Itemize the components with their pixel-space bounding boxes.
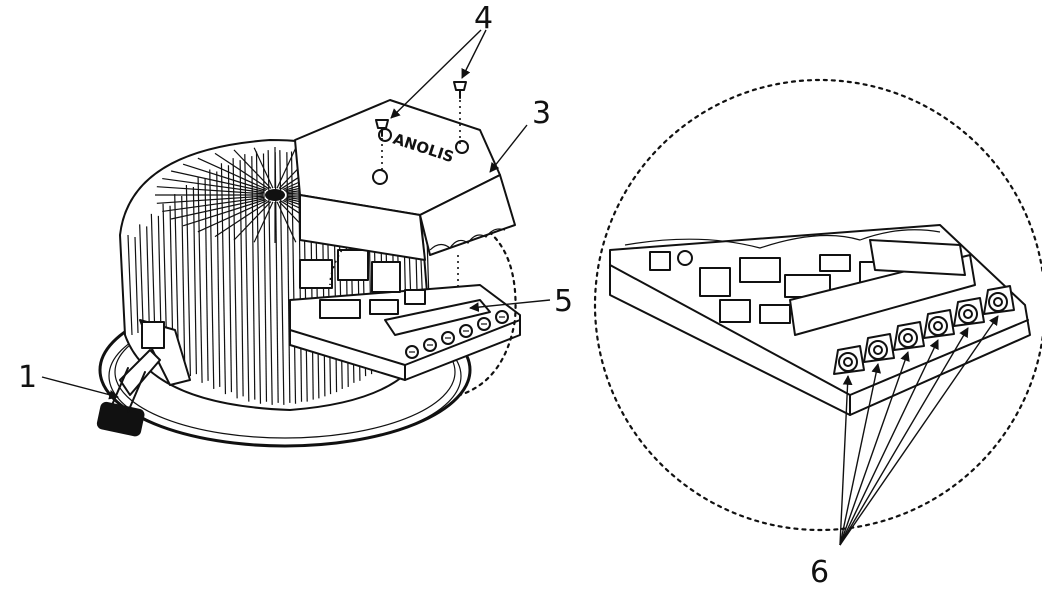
spring-clip (96, 319, 191, 437)
driver-board (289, 249, 521, 381)
heatsink-ray (214, 200, 270, 238)
heatsink-ray (233, 201, 272, 241)
heatsink-fin (220, 163, 227, 395)
leader-line-6 (839, 351, 910, 546)
heatsink-ray (276, 147, 297, 189)
heatsink-ray (253, 147, 274, 189)
heatsink-ray (214, 152, 270, 190)
terminal-screw-hole (843, 357, 853, 367)
terminal-screw (868, 340, 888, 360)
heatsink-fin (197, 176, 203, 383)
heatsink-ray (162, 196, 264, 213)
terminal-detail (593, 78, 1042, 532)
terminal-screw (988, 292, 1008, 312)
terminal-screw (928, 316, 948, 336)
terminal-screw (838, 352, 858, 372)
heatsink-fin (209, 169, 215, 389)
terminal-screw-hole (933, 321, 943, 331)
heatsink-ray (233, 149, 272, 189)
screw-2 (453, 81, 467, 99)
heatsink-ray (156, 195, 264, 204)
heatsink-ray (197, 157, 268, 191)
heatsink-fin (192, 187, 197, 375)
screw-1 (375, 119, 389, 137)
detail-circle-small (343, 217, 517, 397)
callout-leaders (41, 29, 999, 546)
leader-line-6 (839, 375, 853, 546)
heatsink-ray (182, 198, 266, 227)
callout-4: 4 (474, 1, 493, 36)
heatsink-ray (182, 163, 266, 192)
heatsink-ray (156, 186, 264, 195)
leader-line-6 (839, 363, 881, 546)
callout-1: 1 (18, 360, 37, 395)
terminal-screw (958, 304, 978, 324)
heatsink-ray (162, 177, 264, 194)
heatsink-ray (170, 197, 265, 220)
callout-3: 3 (532, 96, 551, 131)
heatsink-fin (239, 160, 244, 397)
terminal-screw-hole (963, 309, 973, 319)
heatsink-fin (185, 185, 191, 377)
heatsink-fin (134, 236, 139, 334)
heatsink-ray (197, 199, 268, 233)
heatsink-fin (127, 234, 133, 336)
heatsink-fin (181, 196, 186, 367)
terminal-screw-hole (873, 345, 883, 355)
heatsink-fin (227, 165, 233, 393)
detail-circle-large (593, 78, 1042, 532)
leader-line-6 (839, 339, 939, 546)
callout-5: 5 (554, 284, 573, 319)
terminal-screw (898, 328, 918, 348)
cover-screws (375, 81, 467, 290)
heatsink-fin (216, 171, 221, 387)
heatsink-fin (204, 178, 209, 381)
heatsink-ray (170, 170, 265, 193)
heatsink-ray (253, 201, 274, 243)
leader-line-6 (839, 327, 969, 546)
luminaire-assembly: ANOLIS (96, 81, 521, 448)
heatsink-ray (276, 201, 297, 243)
terminal-screw-hole (903, 333, 913, 343)
leader-line-6 (839, 315, 999, 546)
callout-6: 6 (810, 555, 829, 590)
terminal-screw-hole (993, 297, 1003, 307)
driver-cover: ANOLIS (294, 99, 516, 261)
heatsink-fin (262, 153, 268, 402)
